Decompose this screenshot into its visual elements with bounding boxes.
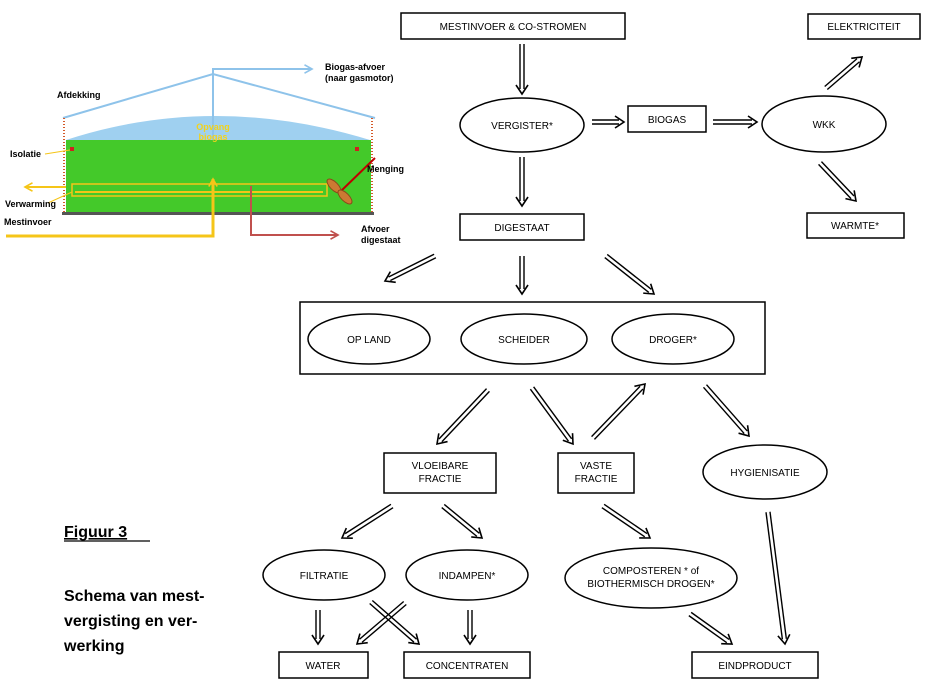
hygienisatie-text: HYGIENISATIE [730, 468, 800, 479]
composteren-text: COMPOSTEREN * of [603, 566, 699, 577]
scheider-ellipse [460, 313, 588, 365]
arrow-wkk-warmte [818, 161, 857, 203]
vergister-text: VERGISTER* [491, 121, 553, 132]
caption-line-1: Schema van mest- [64, 588, 205, 605]
afvoer-sub-label: digestaat [361, 235, 401, 245]
arrow-vaste-composteren [601, 503, 652, 539]
filtratie-ellipse [262, 549, 386, 601]
arrow-vergister-biogas [592, 115, 626, 129]
arrow-biogas-wkk [713, 115, 759, 129]
isolatie-marker-right [355, 147, 359, 151]
vloeibare-text: VLOEIBARE [412, 461, 469, 472]
vloeibare-fractie-box [383, 452, 497, 494]
heating-coil [71, 183, 328, 197]
figure-title: Figuur 3 [64, 524, 127, 541]
isolatie-leader [44, 149, 71, 155]
arrow-indampen-concentraten [463, 610, 477, 646]
manure-body [66, 140, 371, 212]
vaste-text: VASTE [580, 461, 612, 472]
opvang-label: Opvang [196, 122, 230, 132]
arrow-vaste-droger [591, 382, 647, 440]
water-box [278, 651, 369, 679]
biogas-afvoer-sub-label: (naar gasmotor) [325, 73, 394, 83]
tank-floor [62, 212, 374, 215]
eindproduct-box [691, 651, 819, 679]
manure-input-line [6, 179, 213, 238]
digestate-outlet-line [250, 186, 338, 235]
indampen-text: INDAMPEN* [439, 571, 496, 582]
op-land-ellipse [307, 313, 431, 365]
mestinvoer-box [400, 12, 626, 40]
eindproduct-text: EINDPRODUCT [718, 661, 791, 672]
arrow-composteren-eindproduct [688, 611, 734, 645]
mixer-blade-2 [337, 189, 353, 205]
mixer-shaft [339, 157, 376, 193]
heating-coil-inner [75, 191, 323, 193]
isolatie-marker-left [70, 147, 74, 151]
elektriciteit-box [807, 13, 921, 40]
vloeibare-fractie-text: FRACTIE [419, 474, 462, 485]
vaste-fractie-box [557, 452, 635, 494]
filtratie-text: FILTRATIE [300, 571, 349, 582]
arrow-digestaat-scheider [515, 256, 529, 296]
opvang-sub-label: biogas [198, 132, 227, 142]
biogas-text: BIOGAS [648, 115, 687, 126]
vaste-fractie-text: FRACTIE [575, 474, 618, 485]
digestaat-box [459, 213, 585, 241]
caption-line-2: vergisting en ver- [64, 613, 197, 630]
indampen-ellipse [405, 549, 529, 601]
arrow-filtratie-water [311, 610, 325, 646]
biogas-dome [66, 116, 370, 140]
arrow-scheider-vloeibare [436, 388, 490, 446]
arrow-vloeibare-filtratie [340, 503, 394, 540]
flow-nodes [262, 12, 921, 679]
biogas-box [627, 105, 707, 133]
warmte-text: WARMTE* [831, 221, 879, 232]
concentraten-box [403, 651, 531, 679]
water-text: WATER [306, 661, 341, 672]
biogas-outlet-line [212, 69, 312, 140]
arrow-droger-hygienisatie [702, 384, 750, 438]
arrow-digestaat-oplland [383, 253, 437, 284]
warmte-box [806, 212, 905, 239]
mestinvoer-text: MESTINVOER & CO-STROMEN [440, 22, 587, 33]
elektriciteit-text: ELEKTRICITEIT [827, 22, 900, 33]
menging-label: Menging [367, 164, 404, 174]
wkk-text: WKK [813, 120, 836, 131]
concentraten-text: CONCENTRATEN [426, 661, 509, 672]
afvoer-label: Afvoer [361, 224, 390, 234]
scheider-text: SCHEIDER [498, 335, 550, 346]
biothermisch-text: BIOTHERMISCH DROGEN* [587, 579, 714, 590]
arrow-wkk-elektriciteit [824, 56, 864, 91]
verwarming-leader [47, 191, 73, 204]
isolatie-label: Isolatie [10, 149, 41, 159]
flow-arrows [311, 44, 864, 646]
node-labels: MESTINVOER & CO-STROMEN ELEKTRICITEIT VE… [300, 22, 901, 672]
arrow-vergister-digestaat [515, 157, 529, 208]
arrow-vloeibare-indampen [441, 503, 484, 539]
arrow-digestaat-droger [604, 253, 656, 295]
hygienisatie-ellipse [702, 444, 828, 500]
arrow-scheider-vaste [529, 386, 574, 446]
arrow-mestinvoer-vergister [515, 44, 529, 96]
verwarming-label: Verwarming [5, 199, 56, 209]
wkk-ellipse [761, 95, 887, 153]
arrow-hygienisatie-eindproduct [765, 511, 791, 646]
droger-text: DROGER* [649, 335, 697, 346]
composteren-ellipse [564, 547, 738, 609]
arrow-indampen-water [355, 600, 407, 645]
mestinvoer-label: Mestinvoer [4, 217, 52, 227]
vergister-ellipse [459, 97, 585, 153]
biogas-afvoer-label: Biogas-afvoer [325, 62, 386, 72]
afdekking-label: Afdekking [57, 90, 101, 100]
op-land-text: OP LAND [347, 335, 391, 346]
arrow-filtratie-concentraten [369, 599, 421, 645]
droger-ellipse [611, 313, 735, 365]
digestaat-text: DIGESTAAT [494, 223, 549, 234]
digester-illustration: Afdekking Biogas-afvoer (naar gasmotor) … [4, 62, 404, 245]
caption-line-3: werking [63, 638, 124, 655]
